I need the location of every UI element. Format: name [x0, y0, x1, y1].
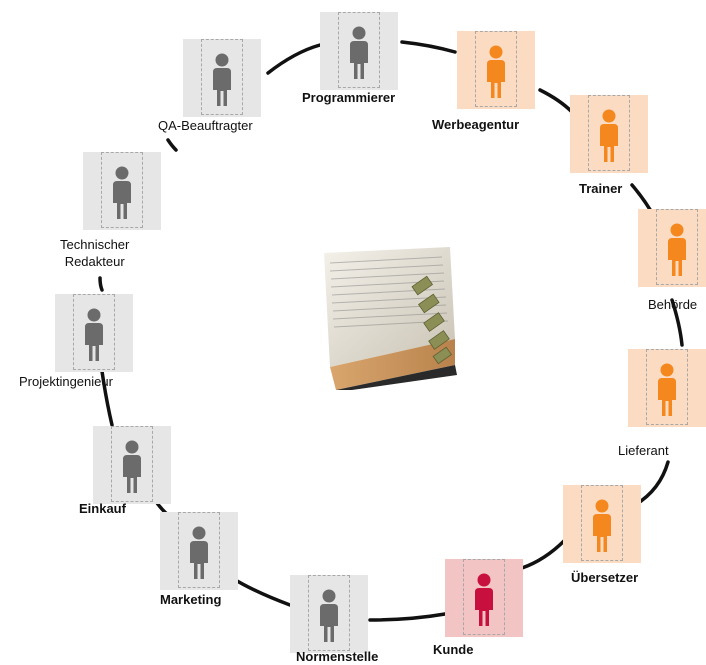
ring-segment	[400, 40, 457, 54]
person-icon	[83, 152, 161, 230]
person-icon	[628, 349, 706, 427]
role-label-behoerde: Behörde	[648, 297, 698, 312]
role-label-einkauf: Einkauf	[79, 501, 126, 516]
person-icon	[93, 426, 171, 504]
role-label-werbeagentur: Werbeagentur	[432, 117, 520, 132]
role-node-einkauf	[93, 426, 171, 504]
person-icon	[160, 512, 238, 590]
role-node-technischer-redakteur	[83, 152, 161, 230]
role-node-behoerde	[638, 209, 706, 287]
role-label-lieferant: Lieferant	[618, 443, 669, 458]
role-label-normenstelle: Normenstelle	[296, 649, 379, 664]
person-icon	[638, 209, 706, 287]
ring-segment	[670, 298, 684, 347]
person-icon	[457, 31, 535, 109]
person-icon	[183, 39, 261, 117]
role-label-technischer-redakteur: Technischer Redakteur	[60, 237, 130, 269]
person-icon	[55, 294, 133, 372]
ring-segment	[520, 538, 567, 570]
selection-frame	[463, 559, 505, 635]
role-label-marketing: Marketing	[160, 592, 222, 607]
role-label-qa-beauftragter: QA-Beauftragter	[158, 118, 253, 133]
ring-segment	[368, 612, 447, 622]
ring-segment	[266, 43, 322, 75]
role-label-trainer: Trainer	[579, 181, 623, 196]
selection-frame	[178, 512, 220, 588]
ring-segment	[98, 276, 104, 292]
selection-frame	[338, 12, 380, 88]
ring-segment	[538, 88, 574, 114]
role-node-lieferant	[628, 349, 706, 427]
role-node-kunde	[445, 559, 523, 637]
selection-frame	[73, 294, 115, 370]
role-node-uebersetzer	[563, 485, 641, 563]
role-node-qa-beauftragter	[183, 39, 261, 117]
ring-segment	[166, 138, 178, 152]
role-label-programmierer: Programmierer	[302, 90, 396, 105]
selection-frame	[656, 209, 698, 285]
selection-frame	[588, 95, 630, 171]
person-icon	[563, 485, 641, 563]
selection-frame	[111, 426, 153, 502]
selection-frame	[308, 575, 350, 651]
selection-frame	[646, 349, 688, 425]
person-icon	[445, 559, 523, 637]
person-icon	[570, 95, 648, 173]
role-node-programmierer	[320, 12, 398, 90]
selection-frame	[475, 31, 517, 107]
role-node-werbeagentur	[457, 31, 535, 109]
role-label-uebersetzer: Übersetzer	[571, 570, 639, 585]
role-label-projektingenieur: Projektingenieur	[19, 374, 113, 389]
role-label-kunde: Kunde	[433, 642, 474, 657]
role-node-marketing	[160, 512, 238, 590]
book-with-index-tabs-icon	[322, 247, 457, 390]
role-node-projektingenieur	[55, 294, 133, 372]
person-icon	[290, 575, 368, 653]
role-node-normenstelle	[290, 575, 368, 653]
selection-frame	[201, 39, 243, 115]
ring-segment	[230, 576, 292, 607]
role-node-trainer	[570, 95, 648, 173]
selection-frame	[101, 152, 143, 228]
person-icon	[320, 12, 398, 90]
selection-frame	[581, 485, 623, 561]
